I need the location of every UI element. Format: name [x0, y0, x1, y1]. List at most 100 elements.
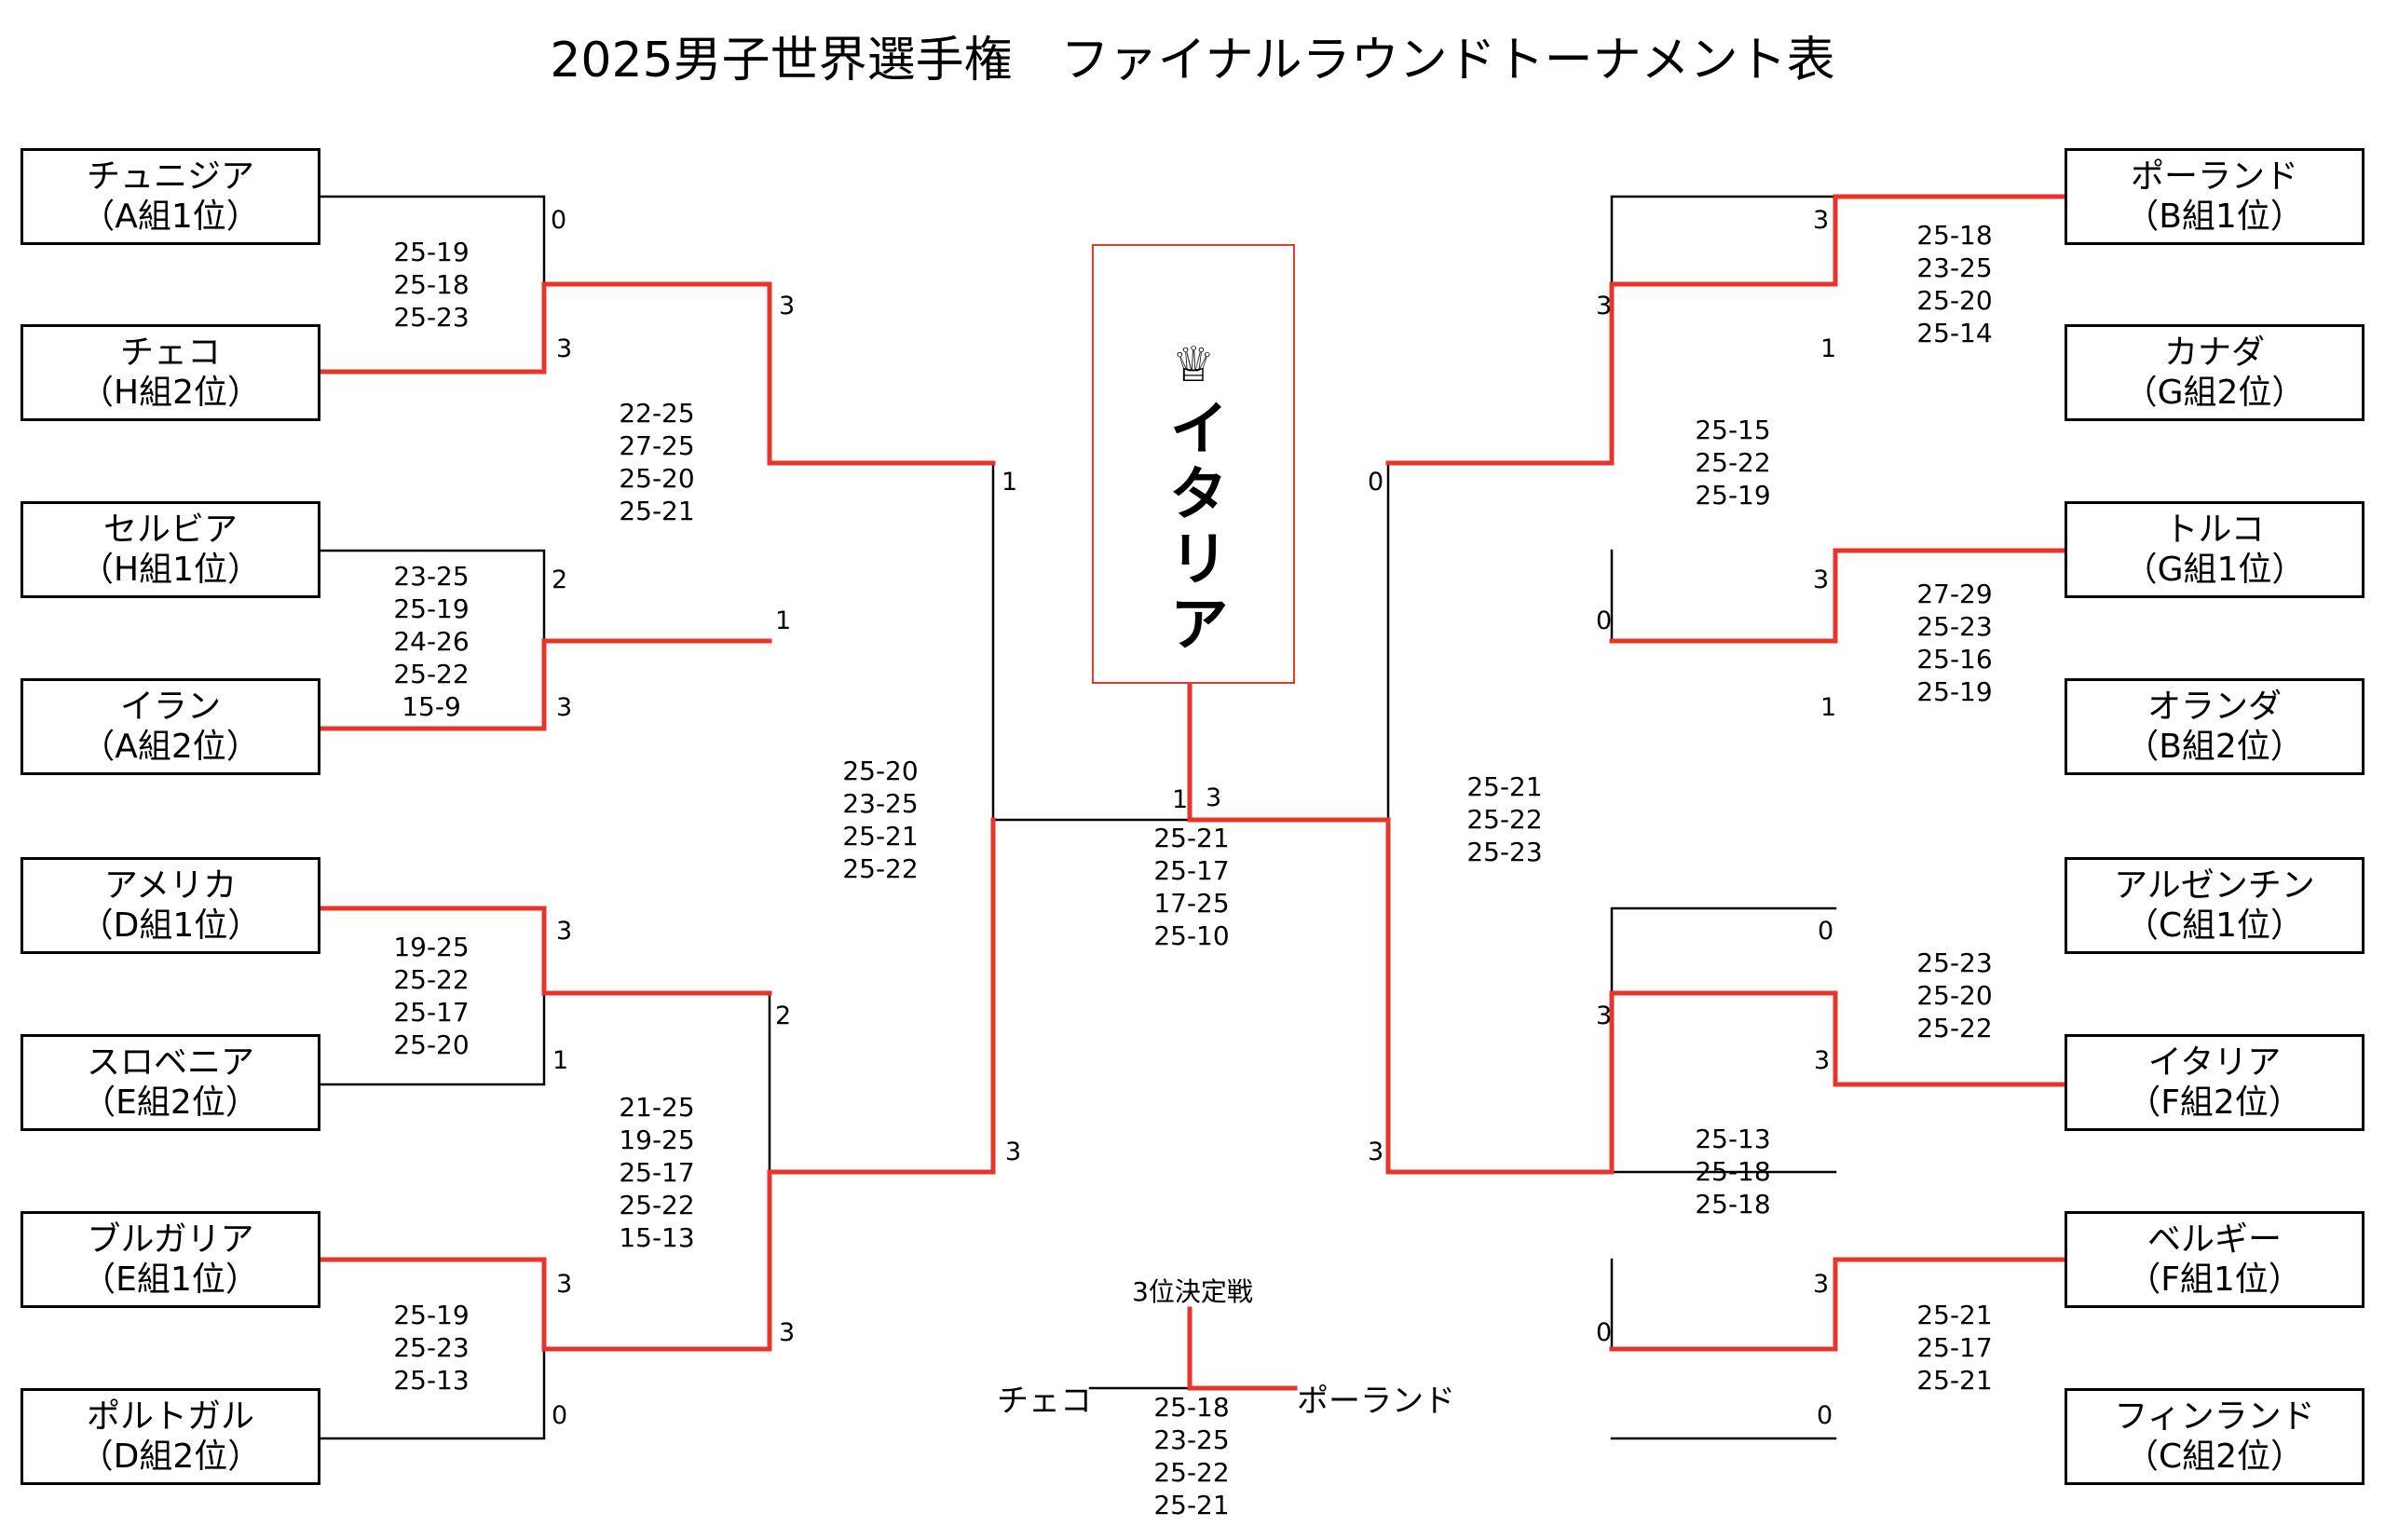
team-name: ポルトガル: [86, 1397, 254, 1436]
set-score: 25-22: [619, 1190, 695, 1220]
team-seed: （F組2位）: [2127, 1083, 2302, 1122]
team-seed: （B組2位）: [2125, 728, 2304, 766]
team-seed: （E組2位）: [82, 1083, 259, 1122]
set-score: 19-25: [393, 932, 470, 962]
third-place-team-right: ポーランド: [1297, 1383, 1455, 1420]
set-score: 25-18: [1153, 1392, 1230, 1423]
set-score: 25-21: [1466, 771, 1543, 802]
set-score: 27-25: [619, 430, 695, 461]
set-count: 0: [1368, 468, 1384, 497]
champion-name: イタリア: [1159, 397, 1228, 658]
set-score: 23-25: [393, 561, 470, 592]
team-box: チュニジア（A組1位）: [20, 148, 320, 245]
set-score: 25-20: [619, 463, 695, 494]
left-r16-lines: [319, 195, 1837, 1440]
set-count: 0: [1818, 917, 1834, 946]
team-seed: （C組2位）: [2124, 1438, 2305, 1476]
set-score: 23-25: [1916, 252, 1993, 283]
set-score: 25-22: [842, 853, 919, 884]
winner-lines: [318, 194, 2067, 1391]
team-box: チェコ（H組2位）: [20, 324, 320, 421]
team-name: スロベニア: [86, 1043, 254, 1082]
team-seed: （G組1位）: [2123, 551, 2306, 589]
set-count: 2: [775, 1002, 792, 1030]
set-score: 19-25: [619, 1124, 695, 1155]
team-name: フィンランド: [2114, 1397, 2315, 1436]
set-score: 25-18: [393, 269, 470, 300]
set-score: 25-21: [1916, 1300, 1993, 1330]
set-count: 3: [556, 917, 573, 946]
set-score: 25-20: [393, 1029, 470, 1060]
set-score: 23-25: [842, 788, 919, 819]
set-score: 25-17: [1916, 1332, 1993, 1363]
team-seed: （F組1位）: [2127, 1261, 2302, 1299]
set-score: 25-19: [1695, 480, 1771, 511]
team-box: フィンランド（C組2位）: [2065, 1388, 2365, 1485]
team-seed: （A組1位）: [81, 198, 260, 236]
set-count: 1: [775, 606, 792, 635]
set-count: 1: [1820, 334, 1837, 363]
set-score: 25-13: [1695, 1124, 1771, 1154]
team-seed: （D組2位）: [79, 1438, 262, 1476]
set-score: 25-18: [1695, 1156, 1771, 1187]
team-seed: （B組1位）: [2125, 198, 2304, 236]
set-score: 25-22: [393, 659, 470, 689]
team-name: オランダ: [2146, 687, 2282, 726]
set-score: 25-19: [393, 237, 470, 267]
set-score: 25-23: [1916, 947, 1993, 978]
set-score: 25-21: [1153, 1490, 1230, 1520]
page-title: 2025男子世界選手権 ファイナルラウンドトーナメント表: [550, 33, 1835, 89]
set-score: 25-19: [1916, 676, 1993, 707]
team-seed: （G組2位）: [2123, 374, 2306, 412]
set-count: 3: [1596, 292, 1613, 320]
set-count: 1: [1172, 785, 1189, 814]
set-score: 17-25: [1153, 888, 1230, 919]
third-place-team-left: チェコ: [997, 1383, 1092, 1420]
team-name: セルビア: [102, 510, 238, 549]
team-name: ポーランド: [2130, 157, 2298, 196]
team-name: トルコ: [2164, 510, 2265, 549]
team-box: ポーランド（B組1位）: [2065, 148, 2365, 245]
team-name: チェコ: [119, 333, 221, 372]
set-score: 15-13: [619, 1222, 695, 1253]
set-count: 3: [1813, 1270, 1830, 1299]
set-count: 3: [556, 1270, 573, 1299]
set-score: 25-22: [1466, 804, 1543, 835]
set-score: 25-19: [393, 593, 470, 624]
team-box: ブルガリア（E組1位）: [20, 1211, 320, 1308]
team-box: アルゼンチン（C組1位）: [2065, 857, 2365, 954]
set-score: 25-23: [1916, 611, 1993, 642]
set-score: 25-23: [1466, 837, 1543, 867]
team-box: カナダ（G組2位）: [2065, 324, 2365, 421]
set-score: 25-19: [393, 1300, 470, 1330]
team-box: ポルトガル（D組2位）: [20, 1388, 320, 1485]
team-name: ブルガリア: [87, 1220, 254, 1259]
set-score: 15-9: [402, 691, 461, 722]
third-place-label: 3位決定戦: [1132, 1276, 1253, 1307]
set-score: 25-18: [1695, 1189, 1771, 1220]
set-count: 3: [1368, 1138, 1384, 1166]
set-count: 0: [552, 1401, 568, 1430]
team-name: イラン: [119, 687, 221, 726]
set-score: 25-16: [1916, 644, 1993, 675]
crown-icon: ♕: [1171, 337, 1216, 393]
set-score: 25-17: [1153, 855, 1230, 886]
set-score: 21-25: [619, 1092, 695, 1123]
set-score: 25-13: [393, 1365, 470, 1396]
set-count: 0: [1596, 606, 1613, 635]
set-count: 3: [1206, 784, 1222, 812]
set-score: 25-22: [1153, 1457, 1230, 1488]
set-score: 25-10: [1153, 920, 1230, 951]
set-score: 25-17: [393, 997, 470, 1028]
set-score: 24-26: [393, 626, 470, 657]
